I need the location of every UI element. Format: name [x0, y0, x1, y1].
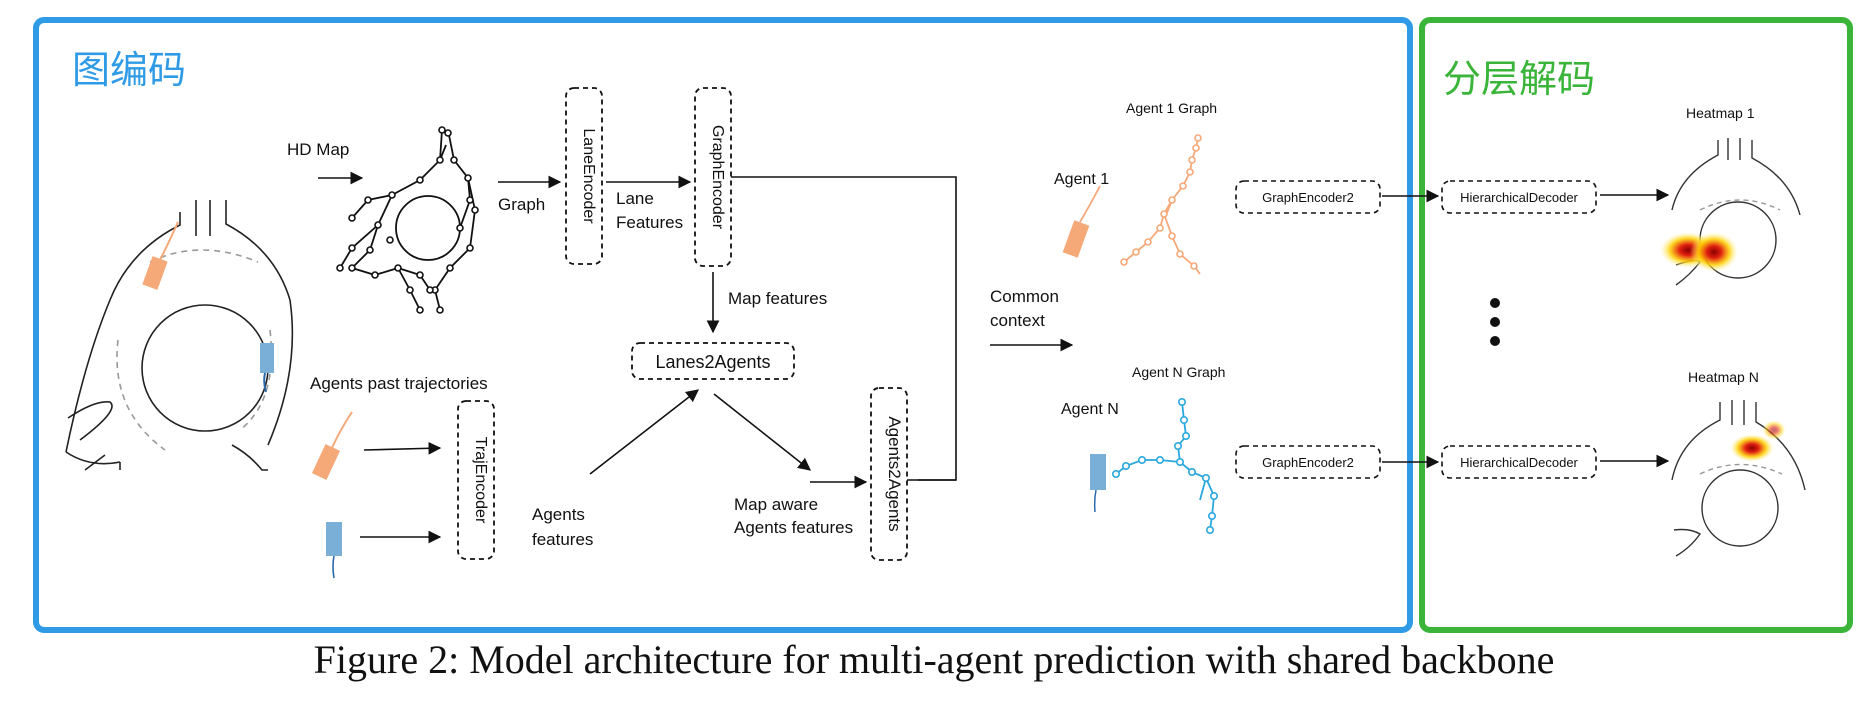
- agentN-label: Agent N: [1061, 401, 1119, 418]
- agentN-marker: [1090, 454, 1106, 513]
- agent1-graph-nodes: [1120, 134, 1202, 270]
- lane-features-label-2: Features: [616, 213, 683, 232]
- scene-agent1: [142, 221, 179, 290]
- arrow-agents-features: [589, 389, 700, 475]
- graph-encoder2-b-box: [1235, 445, 1381, 479]
- ellipsis-dot-2: [1490, 317, 1500, 327]
- heatmapN-hotspots: [1730, 420, 1786, 462]
- graph-encoder2-b-label: GraphEncoder2: [1262, 455, 1354, 470]
- lanes2agents-label: Lanes2Agents: [655, 352, 770, 372]
- graph-label: Graph: [498, 195, 545, 214]
- hd-map-nodes: [336, 126, 479, 314]
- decoder-panel: [1419, 17, 1853, 633]
- scene-map: [65, 200, 294, 471]
- ellipsis-dot-3: [1490, 336, 1500, 346]
- agents-features-label-1: Agents: [532, 505, 585, 524]
- common-context-label-2: context: [990, 311, 1045, 330]
- agentN-graph-title: Agent N Graph: [1132, 364, 1225, 380]
- hier-decoder-b-label: HierarchicalDecoder: [1460, 455, 1578, 470]
- agentN-graph: [1115, 401, 1215, 531]
- agent1-graph-title: Agent 1 Graph: [1126, 100, 1217, 116]
- encoder-panel-title: 图编码: [72, 48, 186, 92]
- past-agent1: [311, 411, 353, 480]
- heatmap1-title: Heatmap 1: [1686, 105, 1755, 121]
- map-features-label: Map features: [728, 289, 827, 308]
- past-agentN: [326, 522, 342, 579]
- map-aware-label-2: Agents features: [734, 518, 853, 537]
- lane-encoder-box: [565, 87, 603, 265]
- agents2agents-label: Agents2Agents: [885, 416, 904, 531]
- arrow-lanes2agents-out: [713, 393, 812, 471]
- hier-decoder-a-label: HierarchicalDecoder: [1460, 190, 1578, 205]
- agent1-marker: [1062, 185, 1101, 258]
- ellipsis-dot-1: [1490, 298, 1500, 308]
- agentN-graph-nodes: [1112, 397, 1219, 534]
- encoder-panel: [33, 17, 1413, 633]
- lanes2agents-box: [631, 342, 795, 380]
- traj-encoder-box: [457, 400, 495, 560]
- graph-encoder-label: GraphEncoder: [709, 125, 726, 230]
- agents2agents-box: [870, 387, 908, 561]
- lane-features-label-1: Lane: [616, 189, 654, 208]
- graph-encoder-box: [694, 87, 732, 267]
- agents-past-label: Agents past trajectories: [310, 374, 488, 393]
- hier-decoder-b-box: [1441, 445, 1597, 479]
- arrow-past-agent1: [363, 441, 442, 455]
- agent1-label: Agent 1: [1054, 171, 1109, 188]
- scene-agentN: [260, 343, 274, 393]
- graph-encoder2-a-box: [1235, 180, 1381, 214]
- heatmap1-hotspots: [1660, 232, 1738, 272]
- figure-caption: Figure 2: Model architecture for multi-a…: [313, 637, 1555, 682]
- traj-encoder-label: TrajEncoder: [472, 437, 489, 524]
- agents-features-label-2: features: [532, 530, 593, 549]
- map-aware-label-1: Map aware: [734, 495, 818, 514]
- hd-map-label: HD Map: [287, 140, 349, 159]
- heatmapN-map: [1671, 400, 1806, 557]
- graph-encoder2-a-label: GraphEncoder2: [1262, 190, 1354, 205]
- heatmapN-title: Heatmap N: [1688, 369, 1759, 385]
- common-context-label-1: Common: [990, 287, 1059, 306]
- hier-decoder-a-box: [1441, 180, 1597, 214]
- lane-encoder-label: LaneEncoder: [580, 128, 597, 224]
- decoder-panel-title: 分层解码: [1443, 57, 1595, 101]
